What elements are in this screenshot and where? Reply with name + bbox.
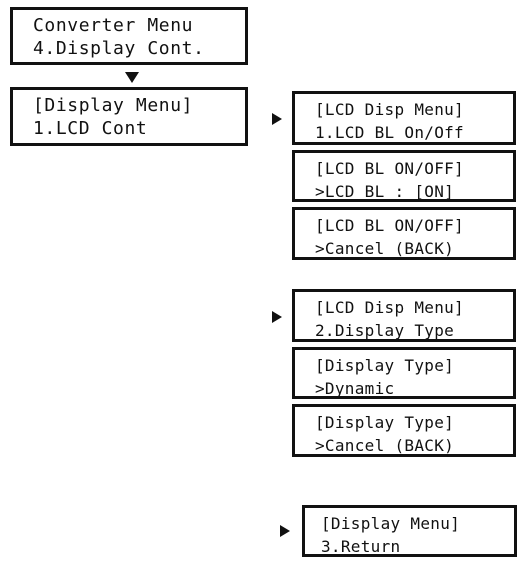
lcd-screen-lcd-disp-menu-type: [LCD Disp Menu] 2.Display Type	[292, 289, 516, 342]
lcd-line-1: [LCD BL ON/OFF]	[315, 159, 464, 178]
lcd-line-1: [Display Menu]	[33, 95, 194, 116]
lcd-line-2: 2.Display Type	[315, 321, 455, 340]
lcd-line-1: [LCD BL ON/OFF]	[315, 216, 464, 235]
lcd-line-1: [LCD Disp Menu]	[315, 298, 464, 317]
triangle-right-icon	[272, 113, 282, 125]
lcd-line-1: [Display Type]	[315, 356, 455, 375]
lcd-line-1: [Display Type]	[315, 413, 455, 432]
lcd-line-2: >LCD BL : [ON]	[315, 182, 455, 201]
lcd-screen-display-menu-lcd: [Display Menu] 1.LCD Cont	[10, 87, 248, 146]
lcd-line-2: 1.LCD BL On/Off	[315, 123, 464, 142]
triangle-down-icon	[125, 72, 139, 83]
lcd-screen-lcd-bl-cancel: [LCD BL ON/OFF] >Cancel (BACK)	[292, 207, 516, 260]
lcd-screen-display-type-dynamic: [Display Type] >Dynamic	[292, 347, 516, 399]
triangle-right-icon	[280, 525, 290, 537]
triangle-right-icon	[272, 311, 282, 323]
lcd-screen-display-type-cancel: [Display Type] >Cancel (BACK)	[292, 404, 516, 457]
lcd-line-2: >Dynamic	[315, 379, 395, 398]
lcd-line-2: 4.Display Cont.	[33, 38, 205, 59]
lcd-line-2: >Cancel (BACK)	[315, 239, 455, 258]
lcd-line-1: Converter Menu	[33, 15, 194, 36]
lcd-line-2: 1.LCD Cont	[33, 118, 148, 139]
lcd-screen-lcd-bl-on: [LCD BL ON/OFF] >LCD BL : [ON]	[292, 150, 516, 202]
lcd-line-1: [Display Menu]	[321, 514, 461, 533]
lcd-screen-converter-menu: Converter Menu 4.Display Cont.	[10, 7, 248, 65]
lcd-line-1: [LCD Disp Menu]	[315, 100, 464, 119]
lcd-screen-display-menu-return: [Display Menu] 3.Return	[302, 505, 517, 557]
lcd-line-2: >Cancel (BACK)	[315, 436, 455, 455]
lcd-screen-lcd-disp-menu-bl: [LCD Disp Menu] 1.LCD BL On/Off	[292, 91, 516, 145]
lcd-line-2: 3.Return	[321, 537, 401, 556]
